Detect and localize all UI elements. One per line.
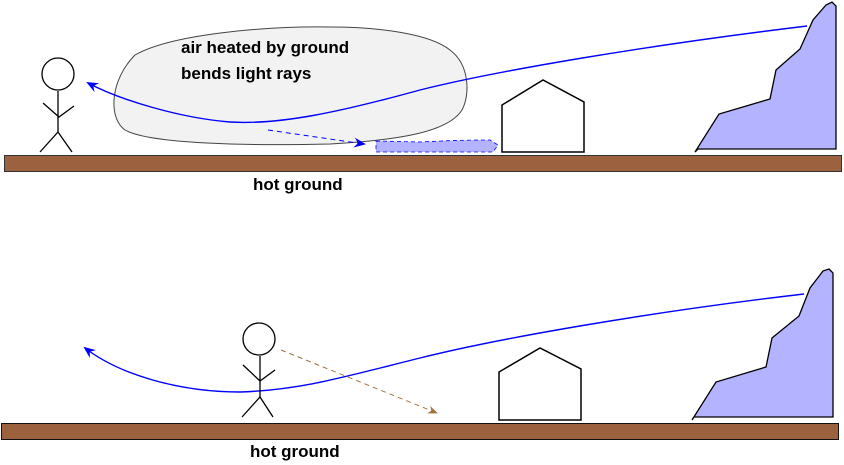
- top-panel: air heated by ground bends light rays ho…: [4, 1, 842, 194]
- ground-label: hot ground: [250, 442, 340, 461]
- line-of-sight-dashed: [280, 349, 438, 414]
- bent-light-ray: [86, 25, 808, 124]
- observer-figure: [39, 57, 75, 153]
- hot-ground: [1, 423, 839, 440]
- bottom-panel: hot ground: [1, 268, 839, 461]
- apparent-ray-dashed: [267, 129, 366, 148]
- heated-air-cloud: [113, 26, 468, 146]
- cloud-label-line1: air heated by ground: [181, 38, 349, 57]
- mountain: [691, 268, 834, 421]
- bent-light-ray: [83, 293, 805, 393]
- mirage-puddle: [375, 139, 499, 153]
- cloud-label-line2: bends light rays: [181, 64, 311, 83]
- observer-head: [41, 57, 75, 91]
- mountain: [694, 1, 837, 153]
- observer-figure: [241, 322, 276, 418]
- ground-label: hot ground: [253, 175, 343, 194]
- observer-head: [242, 322, 276, 356]
- house: [501, 79, 585, 153]
- house: [498, 347, 582, 421]
- hot-ground: [4, 155, 842, 172]
